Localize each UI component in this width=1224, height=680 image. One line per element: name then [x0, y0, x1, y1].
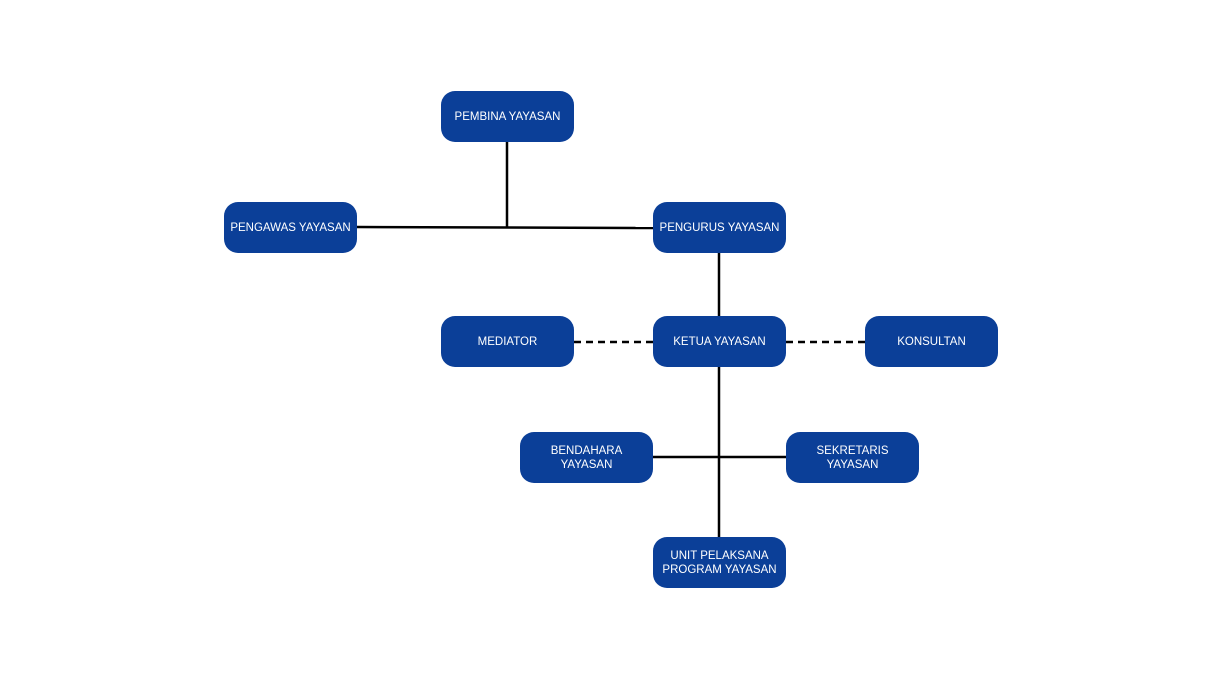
node-pengawas-yayasan: PENGAWAS YAYASAN	[224, 202, 357, 253]
node-konsultan: KONSULTAN	[865, 316, 998, 367]
node-sekretaris-yayasan: SEKRETARIS YAYASAN	[786, 432, 919, 483]
node-ketua-yayasan: KETUA YAYASAN	[653, 316, 786, 367]
node-pembina-yayasan: PEMBINA YAYASAN	[441, 91, 574, 142]
line-pengawas-pengurus	[356, 225, 654, 230]
node-mediator: MEDIATOR	[441, 316, 574, 367]
node-pengurus-yayasan: PENGURUS YAYASAN	[653, 202, 786, 253]
node-unit-pelaksana-program: UNIT PELAKSANA PROGRAM YAYASAN	[653, 537, 786, 588]
node-bendahara-yayasan: BENDAHARA YAYASAN	[520, 432, 653, 483]
